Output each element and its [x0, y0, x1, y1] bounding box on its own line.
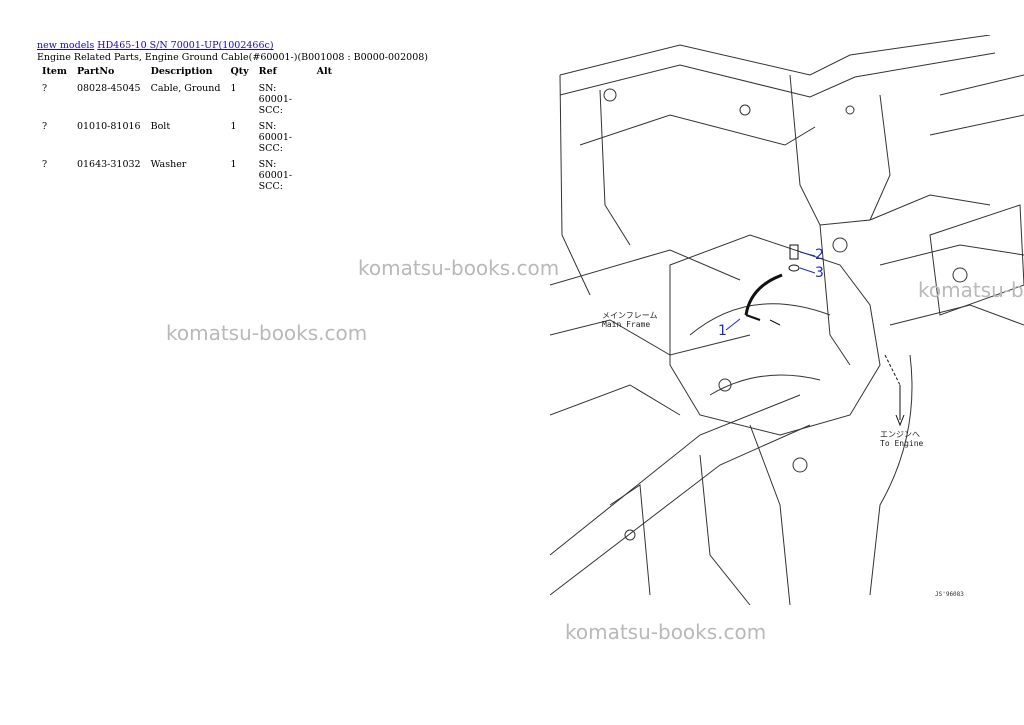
figure-number: JS'96083	[935, 591, 964, 598]
label-to-engine: エンジンへ To Engine	[880, 430, 923, 448]
cell-alt	[312, 81, 337, 119]
cell-partno: 01010-81016	[76, 121, 141, 132]
cell-description: Washer	[150, 159, 187, 170]
table-header-row: Item PartNo Description Qty Ref Alt	[37, 66, 337, 81]
label-main-frame-jp: メインフレーム	[602, 311, 658, 320]
cell-item: ?	[42, 159, 48, 170]
label-main-frame: メインフレーム Main Frame	[602, 311, 658, 329]
cell-description: Cable, Ground	[150, 83, 221, 94]
label-to-engine-jp: エンジンへ	[880, 430, 920, 439]
frame-drawing	[550, 35, 1024, 605]
cell-partno: 08028-45045	[76, 83, 141, 94]
breadcrumb: new models HD465-10 S/N 70001-UP(1002466…	[37, 40, 274, 51]
page-subtitle: Engine Related Parts, Engine Ground Cabl…	[37, 52, 428, 63]
cell-ref: SN: 60001-SCC:	[258, 159, 293, 192]
parts-table: Item PartNo Description Qty Ref Alt ? 08…	[37, 66, 337, 195]
column-header-item: Item	[42, 66, 67, 77]
cell-qty: 1	[230, 83, 237, 94]
breadcrumb-link-new-models[interactable]: new models	[37, 40, 95, 51]
cell-qty: 1	[230, 159, 237, 170]
column-header-description: Description	[150, 66, 213, 77]
watermark: komatsu-books.com	[918, 278, 1024, 302]
column-header-partno: PartNo	[76, 66, 115, 77]
table-row: ? 08028-45045 Cable, Ground 1 SN: 60001-…	[37, 81, 337, 119]
cell-description: Bolt	[150, 121, 171, 132]
table-row: ? 01010-81016 Bolt 1 SN: 60001-SCC:	[37, 119, 337, 157]
watermark: komatsu-books.com	[565, 620, 767, 644]
cell-alt	[312, 119, 337, 157]
cell-ref: SN: 60001-SCC:	[258, 121, 293, 154]
cell-qty: 1	[230, 121, 237, 132]
column-header-ref: Ref	[258, 66, 277, 77]
cell-partno: 01643-31032	[76, 159, 141, 170]
table-row: ? 01643-31032 Washer 1 SN: 60001-SCC:	[37, 157, 337, 195]
callout-2: 2	[815, 247, 824, 263]
column-header-alt: Alt	[316, 66, 333, 77]
label-main-frame-en: Main Frame	[602, 320, 651, 329]
parts-diagram: 1 2 3 メインフレーム Main Frame エンジンへ To Engine…	[550, 35, 1024, 605]
column-header-qty: Qty	[230, 66, 249, 77]
watermark: komatsu-books.com	[166, 321, 368, 345]
cell-ref: SN: 60001-SCC:	[258, 83, 293, 116]
breadcrumb-link-model[interactable]: HD465-10 S/N 70001-UP(1002466c)	[97, 40, 274, 51]
callout-3: 3	[815, 265, 824, 281]
cell-item: ?	[42, 121, 48, 132]
callout-1: 1	[718, 323, 727, 339]
watermark: komatsu-books.com	[358, 256, 560, 280]
cell-item: ?	[42, 83, 48, 94]
label-to-engine-en: To Engine	[880, 439, 924, 448]
cell-alt	[312, 157, 337, 195]
